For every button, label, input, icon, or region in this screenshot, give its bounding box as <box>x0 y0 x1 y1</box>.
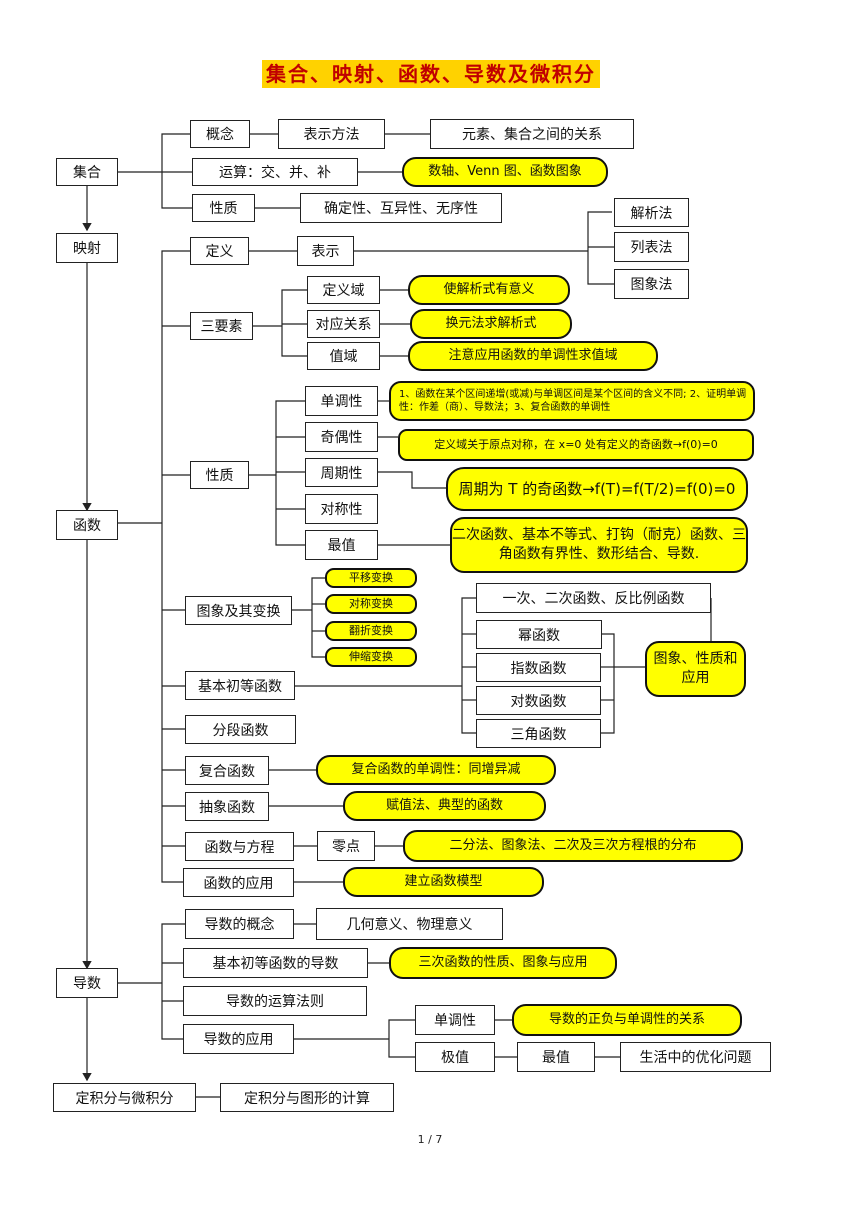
note-dingyiyu: 使解析式有意义 <box>408 275 570 305</box>
node-yici: 一次、二次函数、反比例函数 <box>476 583 711 613</box>
node-ds-dandiao: 单调性 <box>415 1005 495 1035</box>
note-duicheng-bianhuan: 对称变换 <box>325 594 417 614</box>
note-lingdian: 二分法、图象法、二次及三次方程根的分布 <box>403 830 743 862</box>
node-ds-gainian: 导数的概念 <box>185 909 294 939</box>
node-ds-yunsuan: 导数的运算法则 <box>183 986 367 1016</box>
note-chouxiang: 赋值法、典型的函数 <box>343 791 546 821</box>
node-jizhi: 极值 <box>415 1042 495 1072</box>
node-zuizhi: 最值 <box>305 530 378 560</box>
node-sanyaosu: 三要素 <box>190 312 253 340</box>
note-fuhe: 复合函数的单调性：同增异减 <box>316 755 556 785</box>
node-jifen: 定积分与微积分 <box>53 1083 196 1112</box>
note-zuizhi: 二次函数、基本不等式、打钩（耐克）函数、三角函数有界性、数形结合、导数. <box>450 517 748 573</box>
node-fuhe: 复合函数 <box>185 756 269 785</box>
node-jiben: 基本初等函数 <box>185 671 295 700</box>
node-lingdian: 零点 <box>317 831 375 861</box>
node-hanshu: 函数 <box>56 510 118 540</box>
node-liebiaofa: 列表法 <box>614 232 689 262</box>
node-biaoshi: 表示 <box>297 236 354 266</box>
node-ds-yingyong: 导数的应用 <box>183 1024 294 1054</box>
note-shensuo: 伸缩变换 <box>325 647 417 667</box>
node-mi: 幂函数 <box>476 620 602 649</box>
page-title: 集合、映射、函数、导数及微积分 <box>262 60 600 88</box>
note-jiou: 定义域关于原点对称，在 x=0 处有定义的奇函数→f(0)=0 <box>398 429 754 461</box>
node-dingyiyu: 定义域 <box>307 276 380 304</box>
note-shuzhou: 数轴、Venn 图、函数图象 <box>402 157 608 187</box>
node-biaoshi-fangfa: 表示方法 <box>278 119 385 149</box>
node-jifen-jisuan: 定积分与图形的计算 <box>220 1083 394 1112</box>
node-tuxiang-bianhuan: 图象及其变换 <box>185 596 292 625</box>
node-jihe: 集合 <box>56 158 118 186</box>
node-zhiyu: 值域 <box>307 342 380 370</box>
node-ds-gainian-note: 几何意义、物理意义 <box>316 908 503 940</box>
node-zhishu: 指数函数 <box>476 653 601 682</box>
note-duiying: 换元法求解析式 <box>410 309 572 339</box>
node-ds-jiben: 基本初等函数的导数 <box>183 948 368 978</box>
node-sanjiao: 三角函数 <box>476 719 601 748</box>
note-zhiyu: 注意应用函数的单调性求值域 <box>408 341 658 371</box>
node-jiexifa: 解析法 <box>614 198 689 227</box>
node-dandiao: 单调性 <box>305 386 378 416</box>
note-dandiao: 1、函数在某个区间递增(或减)与单调区间是某个区间的含义不同; 2、证明单调性：… <box>389 381 755 421</box>
node-zhouqi: 周期性 <box>305 458 378 487</box>
node-yingyong: 函数的应用 <box>183 868 294 897</box>
node-duicheng: 对称性 <box>305 494 378 524</box>
node-ds-zuizhi: 最值 <box>517 1042 595 1072</box>
note-ds-jiben: 三次函数的性质、图象与应用 <box>389 947 617 979</box>
note-ds-dandiao: 导数的正负与单调性的关系 <box>512 1004 742 1036</box>
note-zhouqi: 周期为 T 的奇函数→f(T)=f(T/2)=f(0)=0 <box>446 467 748 511</box>
note-yingyong: 建立函数模型 <box>343 867 544 897</box>
node-duiying: 对应关系 <box>307 310 380 338</box>
node-gainian: 概念 <box>190 120 250 148</box>
node-duishu: 对数函数 <box>476 686 601 715</box>
node-yingshe: 映射 <box>56 233 118 263</box>
note-pingyi: 平移变换 <box>325 568 417 588</box>
note-tuxiang-xingzhi: 图象、性质和应用 <box>645 641 746 697</box>
node-youhua: 生活中的优化问题 <box>620 1042 771 1072</box>
node-xingzhi: 性质 <box>190 461 249 489</box>
node-fenduan: 分段函数 <box>185 715 296 744</box>
node-xingzhi-jihe: 性质 <box>192 194 255 222</box>
node-fangcheng: 函数与方程 <box>185 832 294 861</box>
node-daoshu: 导数 <box>56 968 118 998</box>
note-fanzhe: 翻折变换 <box>325 621 417 641</box>
page-number: 1 / 7 <box>417 1133 443 1146</box>
node-yuansu-guanxi: 元素、集合之间的关系 <box>430 119 634 149</box>
node-dingyi: 定义 <box>190 237 249 265</box>
node-jiou: 奇偶性 <box>305 422 378 452</box>
node-yunsuan: 运算：交、并、补 <box>192 158 358 186</box>
node-tuxiangfa: 图象法 <box>614 269 689 299</box>
node-chouxiang: 抽象函数 <box>185 792 269 821</box>
node-queding: 确定性、互异性、无序性 <box>300 193 502 223</box>
